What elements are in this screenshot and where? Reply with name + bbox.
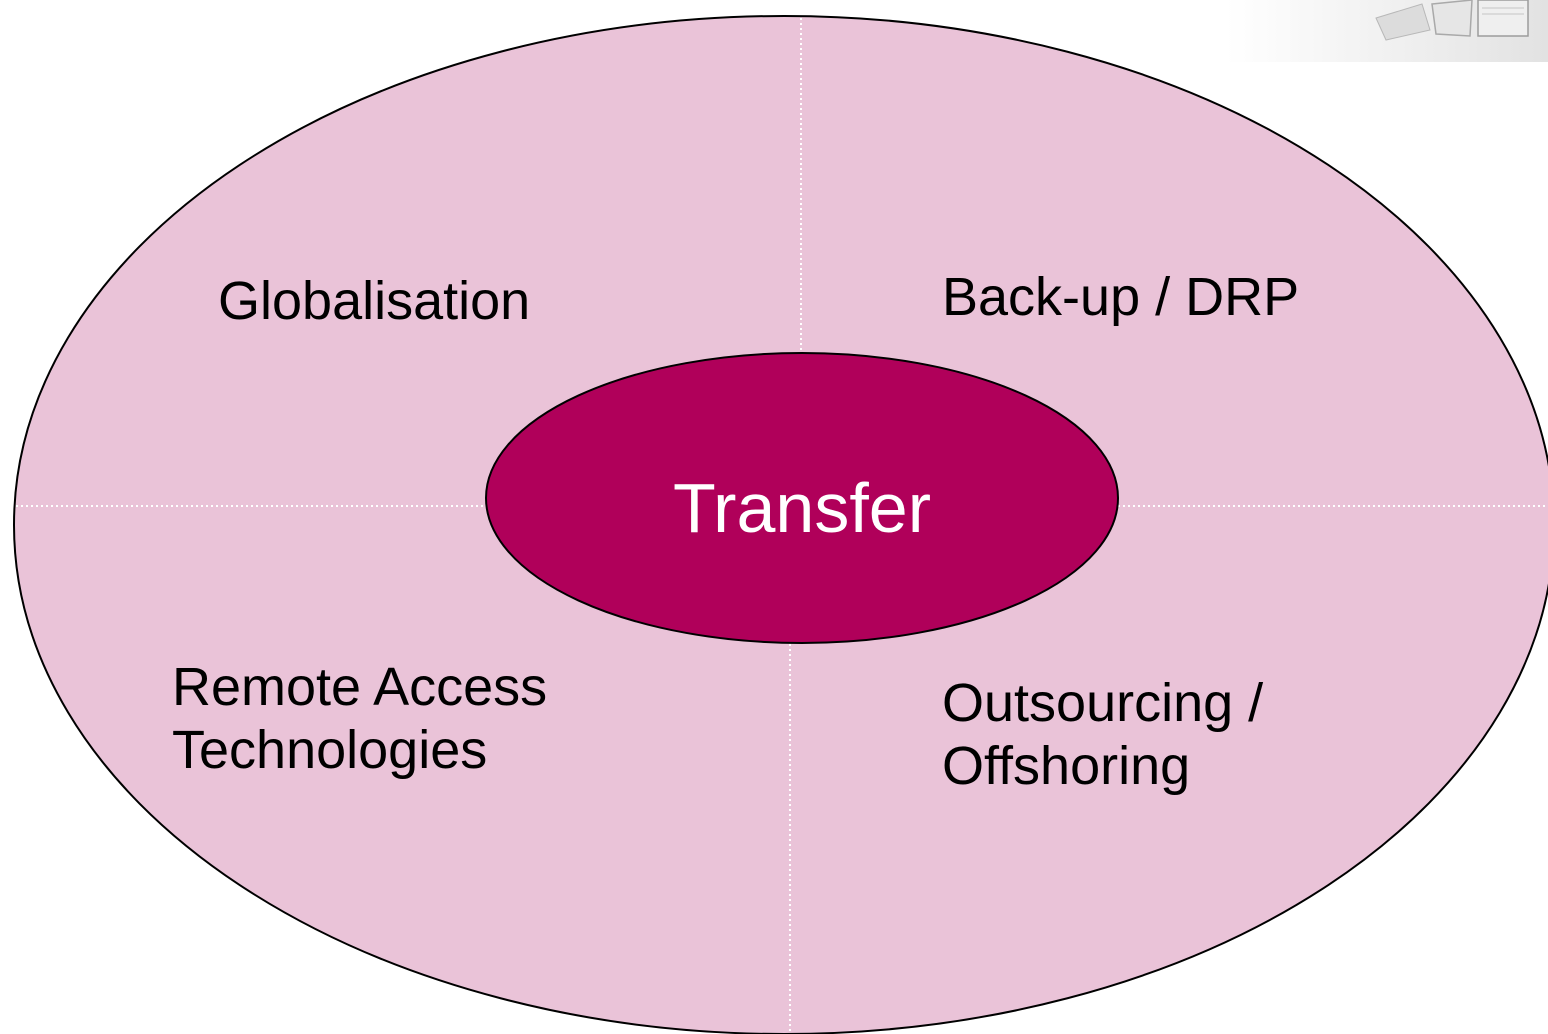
center-label-transfer: Transfer [672,469,932,547]
quadrant-label-line: Outsourcing / [942,673,1264,733]
center-ellipse [485,352,1119,644]
quadrant-label-line: Back-up / DRP [942,267,1300,327]
corner-image-fragment [1226,0,1548,62]
quadrant-label-line: Globalisation [218,271,531,331]
quadrant-label-line: Offshoring [942,736,1191,796]
quadrant-label-remote-access: Remote Access Technologies [172,656,547,782]
quadrant-label-line: Technologies [172,720,488,780]
quadrant-label-globalisation: Globalisation [218,270,530,333]
quadrant-label-line: Remote Access [172,657,548,717]
quadrant-label-backup-drp: Back-up / DRP [942,266,1299,329]
quadrant-label-outsourcing: Outsourcing / Offshoring [942,672,1263,798]
